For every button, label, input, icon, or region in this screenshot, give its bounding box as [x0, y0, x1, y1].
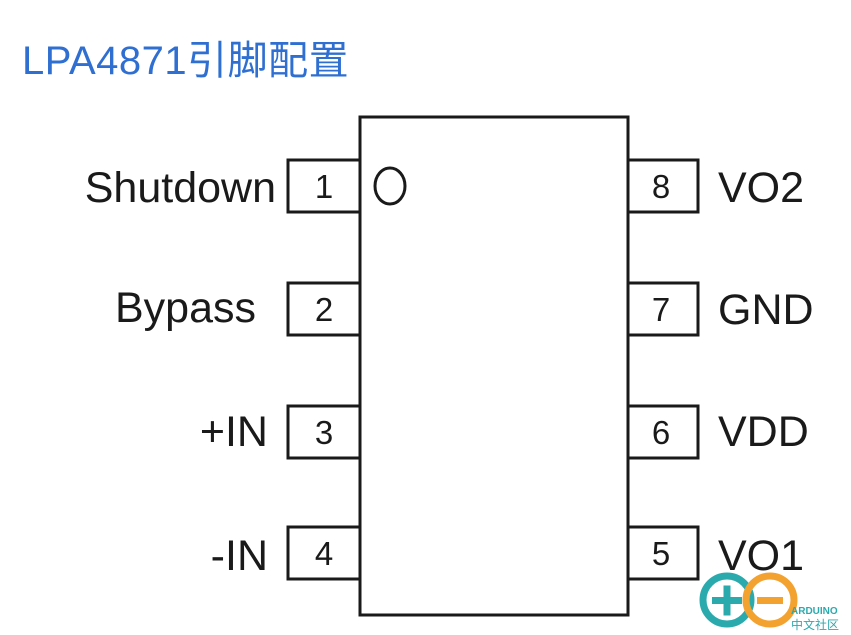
- pin-number: 7: [652, 291, 670, 328]
- logo-subtitle-text: 中文社区: [791, 617, 839, 632]
- arduino-watermark-logo: ARDUINO 中文社区: [699, 572, 839, 632]
- pin-number: 6: [652, 414, 670, 451]
- page-title: LPA4871引脚配置: [22, 39, 350, 83]
- pin-label: +IN: [200, 408, 268, 456]
- pin-box: [286, 158, 362, 214]
- pin-label: GND: [718, 286, 814, 334]
- pin-number: 5: [652, 535, 670, 572]
- pin-number: 3: [315, 414, 333, 451]
- left-pin-3: 3 +IN: [200, 404, 362, 460]
- right-pin-7: 7 GND: [626, 281, 814, 337]
- pin-label: Shutdown: [85, 164, 276, 212]
- right-pin-6: 6 VDD: [626, 404, 809, 460]
- left-pin-1: 1 Shutdown: [85, 158, 362, 214]
- pin-box: [626, 281, 700, 337]
- pin-box: [626, 158, 700, 214]
- pin-box: [286, 525, 362, 581]
- pin-label: -IN: [211, 532, 268, 580]
- left-pin-2: 2 Bypass: [115, 281, 362, 337]
- logo-plus-icon: [723, 585, 731, 616]
- logo-ring-right-icon: [742, 572, 798, 628]
- ic-package-body: [358, 115, 630, 617]
- pin1-marker-icon: [373, 166, 407, 206]
- pin-box: [286, 404, 362, 460]
- right-pin-5: 5 VO1: [626, 525, 804, 581]
- left-pin-4: 4 -IN: [211, 525, 362, 581]
- pin-label: VO1: [718, 532, 804, 580]
- pin-label: VDD: [718, 408, 809, 456]
- pin-box: [626, 525, 700, 581]
- pin-box: [286, 281, 362, 337]
- logo-ring-left-icon: [699, 572, 755, 628]
- pin-number: 8: [652, 168, 670, 205]
- pin-box: [626, 404, 700, 460]
- pin-label: VO2: [718, 164, 804, 212]
- logo-brand-text: ARDUINO: [791, 606, 838, 617]
- pin-number: 4: [315, 535, 333, 572]
- pin-label: Bypass: [115, 284, 256, 332]
- pin-number: 1: [315, 168, 333, 205]
- pin-number: 2: [315, 291, 333, 328]
- logo-minus-icon: [757, 597, 783, 604]
- right-pin-8: 8 VO2: [626, 158, 804, 214]
